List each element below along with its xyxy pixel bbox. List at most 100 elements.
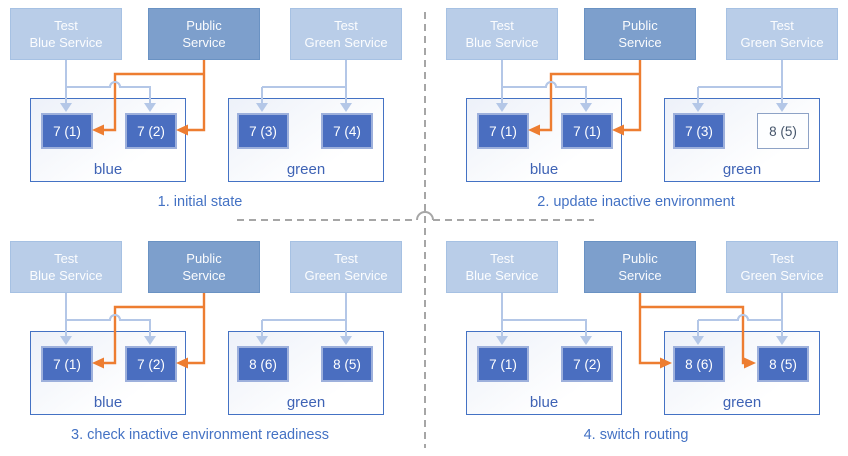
- arrowhead-right-icon: [660, 357, 672, 369]
- divider-jump-arc: [416, 211, 434, 221]
- test-green-service-links: [256, 60, 352, 112]
- blue-environment-box: 7 (1) 7 (2) blue: [30, 331, 186, 415]
- pod: 8 (5): [321, 346, 373, 382]
- service-label-line: Test: [770, 17, 794, 33]
- arrowhead-down-icon: [256, 103, 268, 112]
- service-label-line: Public: [622, 17, 658, 33]
- environment-label: green: [722, 161, 762, 178]
- test-green-service-box: Test Green Service: [726, 8, 838, 60]
- arrow-line: [188, 60, 206, 132]
- environment-label: green: [722, 394, 762, 411]
- service-label-line: Blue Service: [465, 35, 539, 50]
- arrowhead-down-icon: [144, 336, 156, 345]
- arrow-line: [261, 60, 347, 103]
- service-label-line: Test: [490, 17, 514, 33]
- arrowhead-down-icon: [692, 336, 704, 345]
- arrowhead-right-icon: [744, 357, 756, 369]
- service-label-line: Service: [182, 268, 226, 283]
- arrowhead-left-icon: [176, 124, 188, 136]
- blue-environment-box: 7 (1) 7 (2) blue: [466, 331, 622, 415]
- service-label-line: Test: [770, 250, 794, 266]
- arrow-line: [540, 72, 640, 132]
- arrow-line: [640, 305, 745, 365]
- service-label-line: Green Service: [740, 268, 824, 283]
- arrow-line: [188, 293, 206, 365]
- line-jump-arc: [737, 314, 749, 321]
- arrows-layer: [496, 60, 788, 136]
- pod: 7 (2): [125, 346, 177, 382]
- pod: 7 (1): [477, 346, 529, 382]
- service-label-line: Service: [618, 268, 662, 283]
- pod: 8 (6): [673, 346, 725, 382]
- public-service-routing-orange: [638, 293, 756, 369]
- arrowhead-down-icon: [496, 336, 508, 345]
- arrows-layer: [496, 293, 788, 369]
- service-label-line: Service: [618, 35, 662, 50]
- arrow-line: [104, 305, 204, 365]
- public-service-box: Public Service: [584, 8, 696, 60]
- service-label-line: Blue Service: [29, 268, 103, 283]
- environment-label: green: [286, 394, 326, 411]
- environment-label: blue: [529, 394, 559, 411]
- panel-switch-routing: Test Blue Service Public Service Test Gr…: [436, 233, 848, 456]
- pod: 7 (1): [561, 113, 613, 149]
- environment-label: blue: [93, 394, 123, 411]
- pod: 7 (2): [125, 113, 177, 149]
- panel-caption: 3. check inactive environment readiness: [71, 427, 329, 443]
- pod: 8 (5): [757, 346, 809, 382]
- service-label-line: Blue Service: [465, 268, 539, 283]
- arrowhead-down-icon: [60, 336, 72, 345]
- arrowhead-left-icon: [612, 124, 624, 136]
- panel-caption: 4. switch routing: [583, 427, 689, 443]
- test-green-service-box: Test Green Service: [726, 241, 838, 293]
- test-blue-service-box: Test Blue Service: [10, 8, 122, 60]
- pod: 8 (6): [237, 346, 289, 382]
- public-service-box: Public Service: [584, 241, 696, 293]
- service-label-line: Public: [186, 17, 222, 33]
- test-blue-service-box: Test Blue Service: [446, 8, 558, 60]
- environment-label: blue: [529, 161, 559, 178]
- environment-label: blue: [93, 161, 123, 178]
- arrowhead-down-icon: [340, 336, 352, 345]
- green-environment-box: 8 (6) 8 (5) green: [228, 331, 384, 415]
- pod: 7 (1): [41, 113, 93, 149]
- arrowhead-down-icon: [256, 336, 268, 345]
- arrow-line: [697, 60, 783, 103]
- service-label-line: Test: [334, 17, 358, 33]
- arrowhead-down-icon: [60, 103, 72, 112]
- arrows-layer: [60, 60, 352, 136]
- arrow-line: [104, 72, 204, 132]
- arrowhead-left-icon: [176, 357, 188, 369]
- service-label-line: Test: [490, 250, 514, 266]
- panel-check-inactive-readiness: Test Blue Service Public Service Test Gr…: [0, 233, 424, 456]
- test-green-service-box: Test Green Service: [290, 8, 402, 60]
- service-label-line: Green Service: [304, 268, 388, 283]
- service-label-line: Test: [54, 17, 78, 33]
- pod: 7 (4): [321, 113, 373, 149]
- environment-label: green: [286, 161, 326, 178]
- line-jump-arc: [109, 314, 121, 321]
- public-service-box: Public Service: [148, 241, 260, 293]
- pod: 8 (5): [757, 113, 809, 149]
- pod: 7 (1): [477, 113, 529, 149]
- pod: 7 (3): [673, 113, 725, 149]
- service-label-line: Service: [182, 35, 226, 50]
- blue-environment-box: 7 (1) 7 (1) blue: [466, 98, 622, 182]
- service-label-line: Test: [334, 250, 358, 266]
- service-label-line: Public: [622, 250, 658, 266]
- arrowhead-down-icon: [776, 336, 788, 345]
- test-blue-service-box: Test Blue Service: [10, 241, 122, 293]
- arrowhead-down-icon: [580, 336, 592, 345]
- service-label-line: Green Service: [304, 35, 388, 50]
- panel-initial-state: Test Blue Service Public Service Test Gr…: [0, 0, 424, 228]
- panel-caption: 1. initial state: [157, 194, 243, 210]
- arrow-line: [261, 293, 347, 336]
- arrowhead-left-icon: [92, 124, 104, 136]
- public-service-routing-orange: [528, 60, 642, 136]
- green-environment-box: 7 (3) 8 (5) green: [664, 98, 820, 182]
- pod: 7 (2): [561, 346, 613, 382]
- line-jump-arc: [109, 81, 121, 88]
- arrowhead-down-icon: [776, 103, 788, 112]
- pod: 7 (3): [237, 113, 289, 149]
